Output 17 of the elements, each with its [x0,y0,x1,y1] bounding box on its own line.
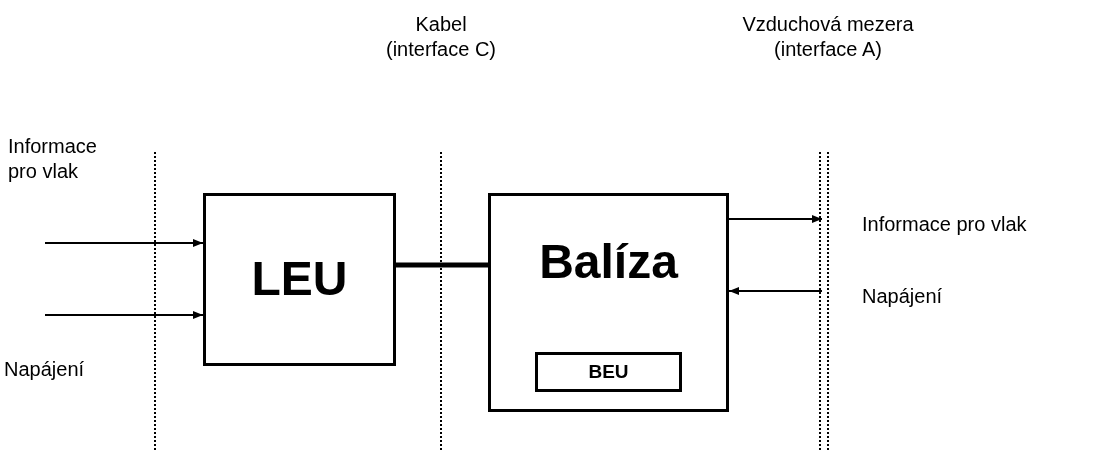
arrow [44,239,204,247]
cable-line [396,262,488,268]
block-box [203,193,396,366]
annotation-text: Informace pro vlak [862,212,1028,237]
block-box [488,193,729,412]
annotation-text: Informace pro vlak [8,134,98,184]
annotation-text: Kabel (interface C) [385,12,497,62]
block-label: BEU [588,361,629,383]
annotation-text: Napájení [862,284,944,309]
arrow [728,215,823,223]
block-box [535,352,682,392]
arrow [728,287,823,295]
arrow [44,311,204,319]
block-label: LEU [251,253,348,306]
annotation-text: Napájení [4,357,86,382]
block-label: Balíza [539,236,678,289]
annotation-text: Vzduchová mezera (interface A) [741,12,915,62]
